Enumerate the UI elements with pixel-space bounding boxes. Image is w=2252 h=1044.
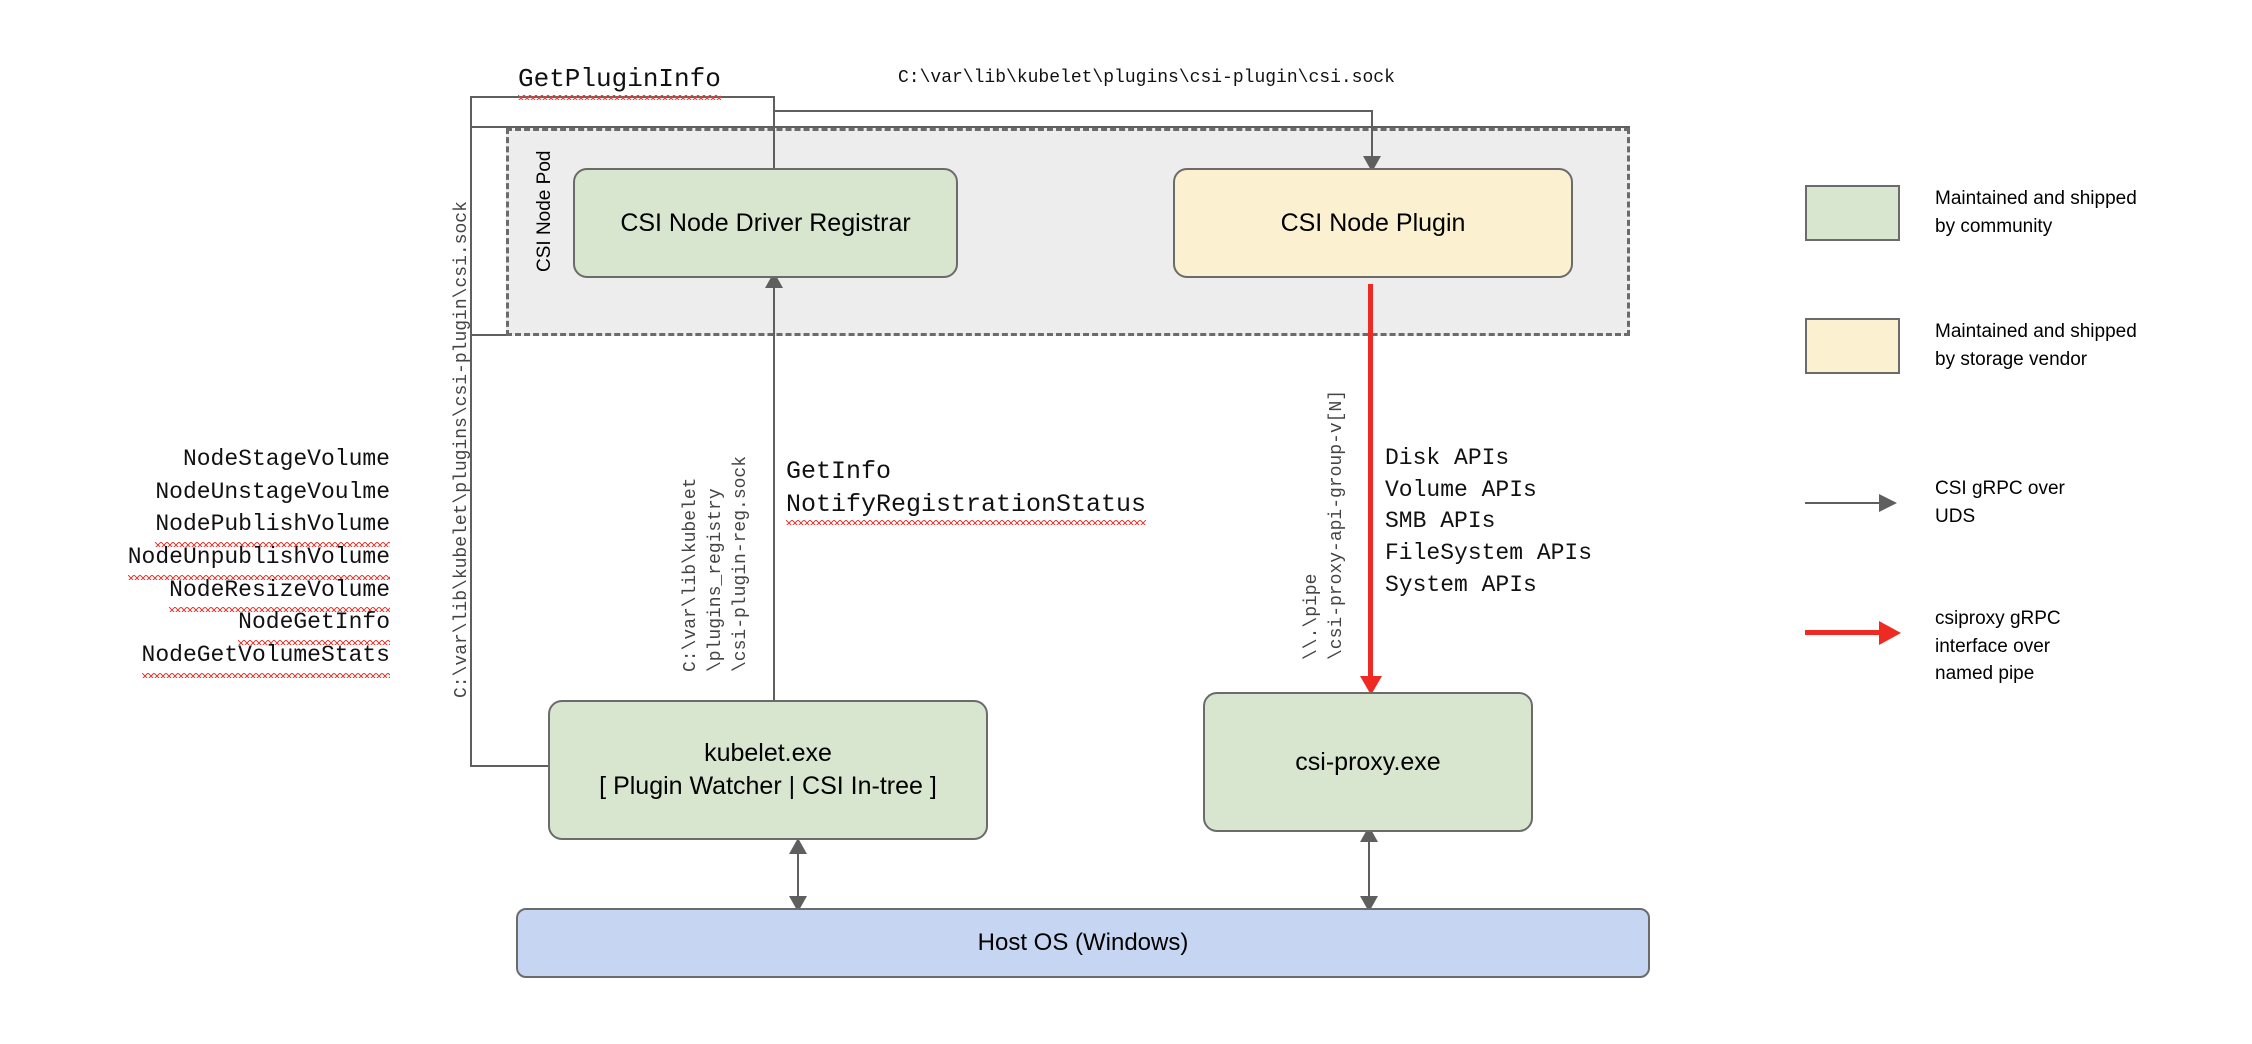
node-api-label: NodeUnpublishVolume [127, 541, 391, 580]
csi-proxy-api-item: Disk APIs [1385, 445, 1510, 471]
connector-csiproxy-hostos [1368, 830, 1370, 910]
legend-label: Maintained and shipped by community [1935, 188, 2137, 237]
kubelet-exe-label: kubelet.exe [704, 739, 832, 767]
get-info-label: GetInfo [786, 457, 892, 486]
node-api-item: NodeUnpublishVolume [60, 541, 391, 580]
node-api-label: NodePublishVolume [155, 508, 390, 547]
node-api-item: NodeResizeVolume [60, 574, 390, 612]
connector-getplugininfo-bottom [470, 765, 550, 767]
legend-arrow-icon [1805, 475, 1900, 531]
node-api-item: NodeGetInfo [60, 606, 390, 645]
connector-kubelet-hostos [797, 842, 799, 910]
node-api-label: NodeStageVolume [182, 446, 390, 472]
arrowhead-csiproxy-red [1360, 676, 1382, 695]
named-pipe-line-1: \\.\pipe [1302, 573, 1322, 660]
csi-proxy-api-item: System APIs [1385, 571, 1537, 598]
connector-nodeplugin-csiproxy [1368, 284, 1373, 684]
legend-arrow-icon [1805, 605, 1901, 661]
csi-proxy-api-item: SMB APIs [1385, 508, 1496, 535]
legend-color-swatch [1805, 185, 1900, 241]
node-api-item: NodePublishVolume [60, 508, 390, 547]
legend-item: Maintained and shipped by storage vendor [1805, 318, 2137, 374]
connector-kubelet-registrar-lower [773, 680, 775, 700]
kubelet-exe-box[interactable]: kubelet.exe [ Plugin Watcher | CSI In-tr… [548, 700, 988, 840]
registry-path-line-1: C:\var\lib\kubelet [681, 477, 701, 672]
node-api-item: NodeStageVolume [60, 443, 390, 476]
connector-csisock-top [773, 110, 1373, 112]
csi-proxy-exe-box[interactable]: csi-proxy.exe [1203, 692, 1533, 832]
connector-getplugininfo-left [470, 96, 472, 767]
registry-path-line-3: \csi-plugin-reg.sock [731, 455, 751, 672]
arrowhead-host-to-kubelet [789, 838, 807, 854]
named-pipe-line-2: \csi-proxy-api-group-v[N] [1327, 389, 1347, 660]
host-os-label: Host OS (Windows) [977, 929, 1189, 957]
host-os-box[interactable]: Host OS (Windows) [516, 908, 1650, 978]
legend-label: csiproxy gRPC interface over named pipe [1935, 608, 2061, 685]
left-socket-path-vertical-label: C:\var\lib\kubelet\plugins\csi-plugin\cs… [452, 201, 472, 698]
node-api-item: NodeGetVolumeStats [60, 639, 391, 678]
connector-registrar-kubelet [773, 285, 775, 700]
csi-sock-path-label: C:\var\lib\kubelet\plugins\csi-plugin\cs… [898, 68, 1395, 88]
legend-item: Maintained and shipped by community [1805, 185, 2137, 241]
registry-path-line-2: \plugins_registry [706, 488, 726, 672]
csi-node-pod-label: CSI Node Pod [534, 150, 555, 272]
csi-node-driver-registrar-box[interactable]: CSI Node Driver Registrar [573, 168, 958, 278]
node-api-label: NodeGetVolumeStats [141, 639, 391, 678]
legend-item: CSI gRPC over UDS [1805, 475, 2065, 531]
csi-proxy-api-item: Volume APIs [1385, 476, 1537, 503]
node-api-item: NodeUnstageVoulme [60, 476, 390, 509]
csi-node-plugin-box[interactable]: CSI Node Plugin [1173, 168, 1573, 278]
legend-color-swatch [1805, 318, 1900, 374]
get-plugin-info-label: GetPluginInfo [518, 64, 721, 100]
legend-label: CSI gRPC over UDS [1935, 478, 2065, 527]
connector-getplugininfo-down-to-registrar [773, 96, 775, 176]
csi-node-driver-registrar-label: CSI Node Driver Registrar [620, 208, 911, 237]
kubelet-exe-sublabel: [ Plugin Watcher | CSI In-tree ] [599, 772, 937, 800]
legend-item: csiproxy gRPC interface over named pipe [1805, 605, 2061, 688]
connector-csisock-down [1371, 110, 1373, 168]
node-api-label: NodeGetInfo [238, 606, 390, 645]
csi-proxy-api-item: FileSystem APIs [1385, 540, 1593, 567]
notify-registration-status-label: NotifyRegistrationStatus [786, 490, 1147, 525]
node-api-label: NodeUnstageVoulme [155, 478, 390, 505]
csi-proxy-exe-label: csi-proxy.exe [1295, 747, 1441, 776]
node-api-label: NodeResizeVolume [169, 574, 390, 612]
csi-node-plugin-label: CSI Node Plugin [1280, 208, 1466, 237]
legend-label: Maintained and shipped by storage vendor [1935, 321, 2137, 370]
